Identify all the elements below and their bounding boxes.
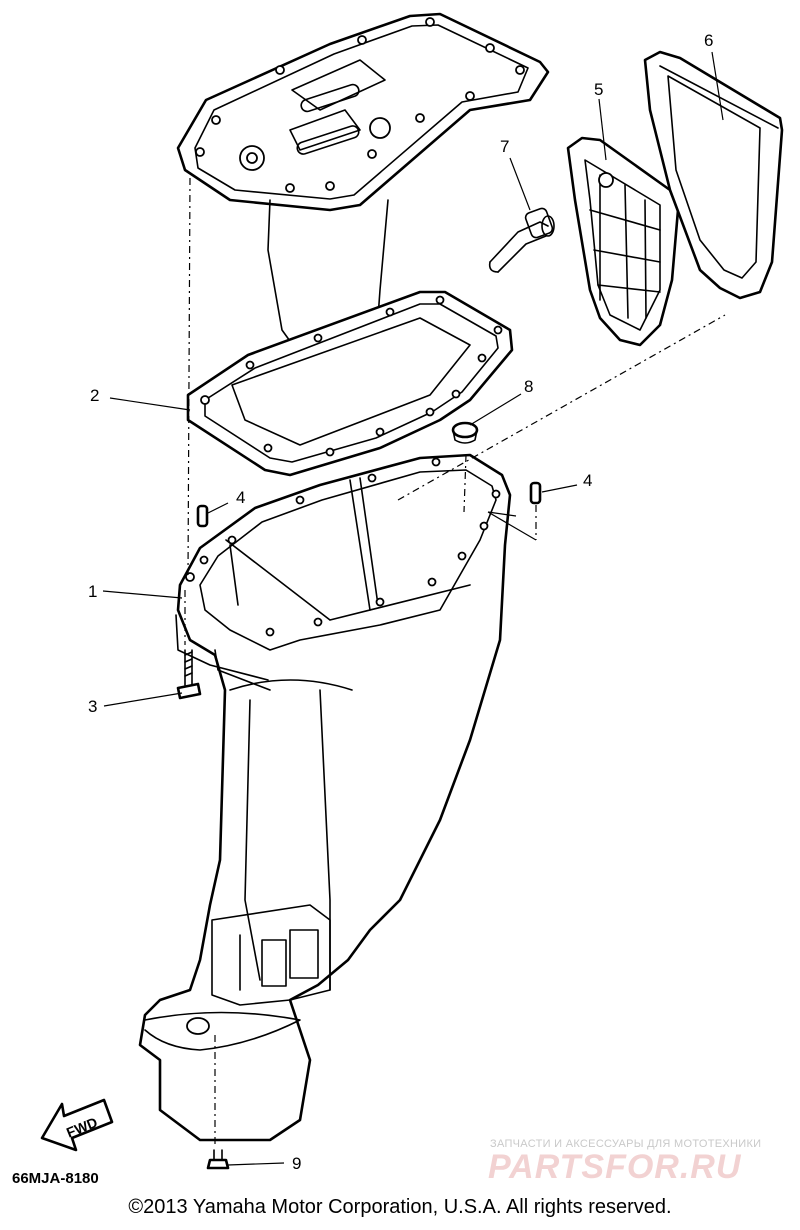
- plug-screw: [206, 1149, 230, 1170]
- callout-9: 9: [292, 1154, 301, 1173]
- dowel-pin-left: [196, 504, 209, 528]
- callout-5: 5: [594, 80, 603, 99]
- diagram-code: 66MJA-8180: [12, 1170, 99, 1187]
- watermark-logo: PARTSFOR.RU: [488, 1148, 742, 1186]
- upper-casing: [138, 453, 512, 1142]
- callout-8: 8: [524, 377, 533, 396]
- alignment-lines: [184, 177, 726, 1148]
- callout-2: 2: [90, 386, 99, 405]
- bolt: [176, 649, 202, 700]
- callout-4-left: 4: [236, 488, 245, 507]
- copyright-notice: ©2013 Yamaha Motor Corporation, U.S.A. A…: [128, 1196, 672, 1218]
- upper-casing-top: [176, 12, 550, 366]
- callout-4-right: 4: [583, 471, 592, 490]
- dowel-pin-right: [529, 481, 542, 505]
- callout-labels: 1 2 3 4 4 5 6 7 8 9: [88, 31, 713, 1173]
- callout-7: 7: [500, 137, 509, 156]
- callout-6: 6: [704, 31, 713, 50]
- leader-lines: [102, 51, 724, 1166]
- callout-3: 3: [88, 697, 97, 716]
- screen-cover: [566, 136, 680, 347]
- gasket: [186, 290, 514, 477]
- hose: [488, 207, 555, 273]
- seal: [643, 50, 784, 300]
- watermark-tagline: ЗАПЧАСТИ И АКСЕССУАРЫ ДЛЯ МОТОТЕХНИКИ: [490, 1138, 762, 1150]
- fwd-arrow: FWD: [40, 1098, 114, 1152]
- callout-1: 1: [88, 582, 97, 601]
- grommet: [451, 421, 479, 444]
